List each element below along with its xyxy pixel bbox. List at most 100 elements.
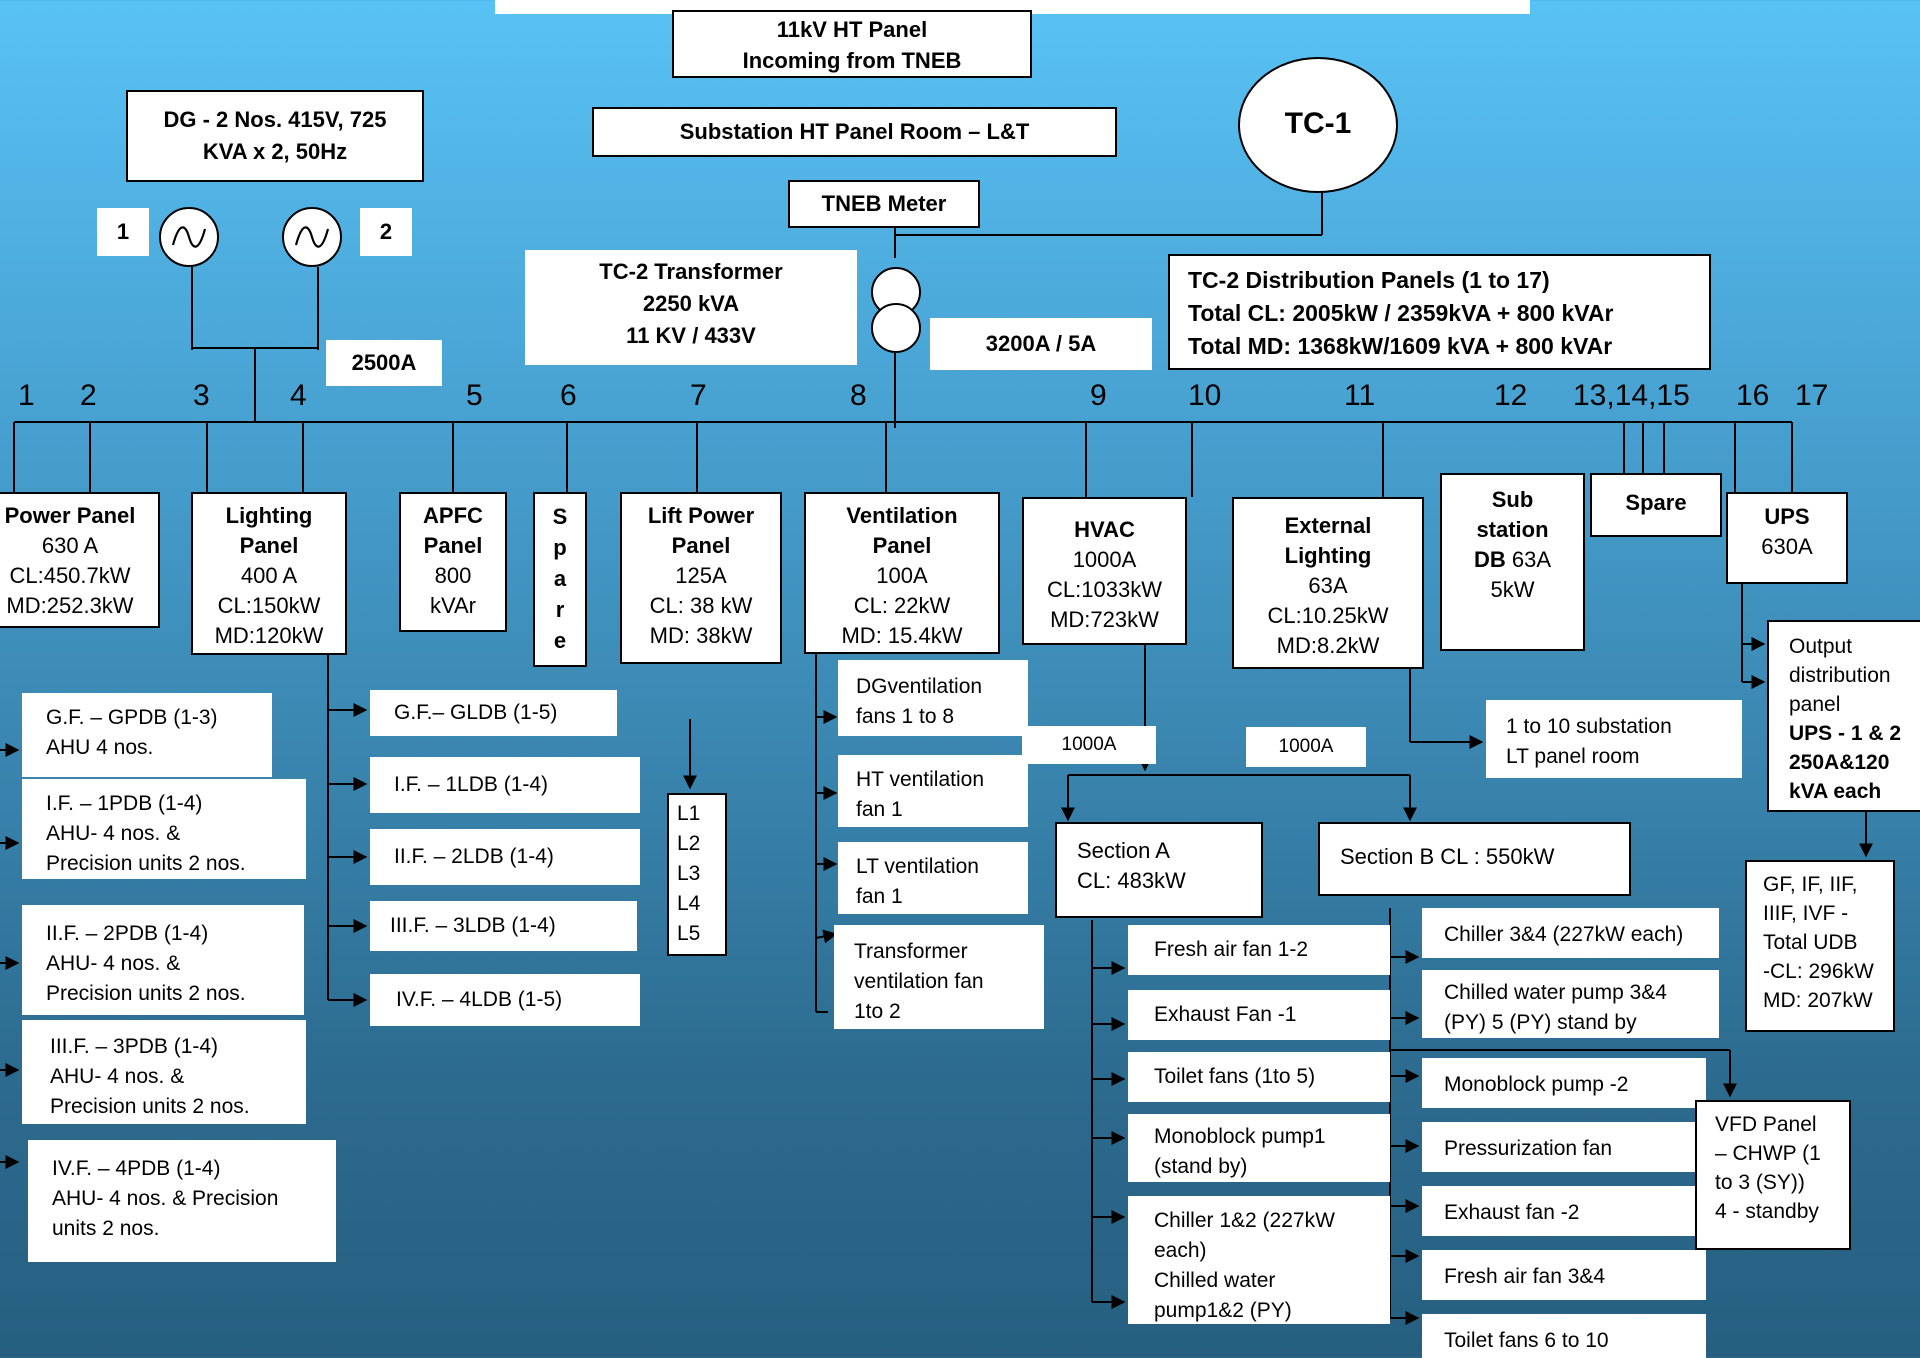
tc1-oval: TC-1: [1238, 57, 1398, 193]
panel-line: 1000A: [1072, 547, 1137, 572]
panel-line: Panel: [872, 533, 932, 558]
panel-line: MD:723kW: [1050, 607, 1159, 632]
ventilation-feeder-box: HT ventilation fan 1: [838, 755, 1028, 827]
section-a-load: Chiller 1&2 (227kW each) Chilled water p…: [1128, 1196, 1390, 1324]
bus-number: 10: [1188, 379, 1222, 412]
panel-line-value: 63A: [1511, 547, 1552, 572]
summary-line-2: Total CL: 2005kW / 2359kVA + 800 kVAr: [1188, 300, 1614, 326]
section-b-load: Pressurization fan: [1422, 1122, 1706, 1172]
panel-line: Panel: [423, 533, 483, 558]
lighting-feeder-box: G.F.– GLDB (1-5): [370, 690, 617, 736]
panel-line: 630 A: [41, 533, 99, 558]
panel-line: kVAr: [429, 593, 477, 618]
panel-line: MD:8.2kW: [1276, 633, 1380, 658]
ups-panel: UPS 630A: [1726, 492, 1848, 584]
ht-panel-box: 11kV HT Panel Incoming from TNEB: [672, 10, 1032, 78]
power-feeder-box: G.F. – GPDB (1-3) AHU 4 nos.: [22, 693, 272, 777]
substation-db-panel: Sub station DB 63A 5kW: [1440, 473, 1585, 651]
transformer-icon: [871, 303, 921, 353]
bus-number: 16: [1736, 379, 1770, 412]
lighting-feeder-box: IV.F. – 4LDB (1-5): [370, 974, 640, 1026]
ac-generator-icon: [159, 207, 219, 267]
panel-line: MD: 15.4kW: [841, 623, 963, 648]
bus-number: 4: [290, 379, 307, 412]
lighting-feeder-box: III.F. – 3LDB (1-4): [370, 901, 637, 951]
lift-item: L4: [677, 892, 701, 915]
dg-breaker-label: 2500A: [326, 340, 442, 386]
lift-item: L3: [677, 862, 701, 885]
section-b-load: Chiller 3&4 (227kW each): [1422, 908, 1719, 958]
dg-title-box: DG - 2 Nos. 415V, 725 KVA x 2, 50Hz: [126, 90, 424, 182]
panel-line: APFC: [423, 503, 483, 528]
panel-line: HVAC: [1074, 517, 1135, 542]
lighting-feeder-box: II.F. – 2LDB (1-4): [370, 829, 640, 885]
panel-line: a: [553, 566, 567, 591]
section-b-load: Exhaust fan -2: [1422, 1186, 1706, 1236]
panel-line: CL:1033kW: [1047, 577, 1162, 602]
panel-line: Ventilation: [846, 503, 958, 528]
gen1-label: 1: [97, 208, 149, 256]
vfd-panel-box: VFD Panel – CHWP (1 to 3 (SY)) 4 - stand…: [1695, 1100, 1851, 1250]
section-a-load: Exhaust Fan -1: [1128, 990, 1390, 1040]
lift-item: L5: [677, 922, 701, 945]
ac-generator-icon: [282, 207, 342, 267]
lift-power-panel: Lift Power Panel 125A CL: 38 kW MD: 38kW: [620, 492, 782, 664]
panel-line: 800: [434, 563, 472, 588]
panel-line: Panel: [671, 533, 731, 558]
spare-panel-6: S p a r e: [533, 492, 587, 667]
bus-number: 8: [850, 379, 867, 412]
section-b-load: Toilet fans 6 to 10: [1422, 1314, 1706, 1358]
lift-item: L2: [677, 832, 701, 855]
section-b-load: Chilled water pump 3&4 (PY) 5 (PY) stand…: [1422, 970, 1719, 1038]
bus-number: 7: [690, 379, 707, 412]
bus-number: 11: [1344, 379, 1376, 412]
hvac-breaker-label: 1000A: [1246, 727, 1366, 767]
section-b-box: Section B CL : 550kW: [1318, 822, 1631, 896]
ventilation-panel: Ventilation Panel 100A CL: 22kW MD: 15.4…: [804, 492, 1000, 654]
panel-line: MD:120kW: [214, 623, 324, 648]
ups-output-line: Output distribution panel: [1789, 635, 1891, 716]
panel-line: Sub: [1491, 487, 1534, 512]
panel-line: UPS: [1764, 504, 1810, 529]
panel-line: MD:252.3kW: [6, 593, 134, 618]
panel-line: 100A: [876, 563, 928, 588]
power-feeder-box: II.F. – 2PDB (1-4) AHU- 4 nos. & Precisi…: [22, 905, 304, 1015]
ventilation-feeder-box: Transformer ventilation fan 1to 2: [834, 925, 1044, 1029]
power-panel: Power Panel 630 A CL:450.7kW MD:252.3kW: [0, 492, 160, 628]
external-lighting-output: 1 to 10 substation LT panel room: [1486, 700, 1742, 778]
panel-line: 400 A: [240, 563, 298, 588]
power-feeder-box: IV.F. – 4PDB (1-4) AHU- 4 nos. & Precisi…: [28, 1140, 336, 1262]
lighting-feeder-box: I.F. – 1LDB (1-4): [370, 757, 640, 813]
panel-line-bold: DB: [1473, 547, 1506, 572]
panel-line: Lift Power: [647, 503, 755, 528]
lift-item: L1: [677, 802, 701, 825]
ups-output-line: UPS - 1 & 2 250A&120 kVA each: [1789, 722, 1902, 803]
panel-line: 630A: [1761, 534, 1813, 559]
udb-summary-box: GF, IF, IIF, IIIF, IVF - Total UDB -CL: …: [1745, 860, 1895, 1032]
panel-line: Panel: [239, 533, 299, 558]
panel-line: MD: 38kW: [649, 623, 753, 648]
panel-line: station: [1476, 517, 1549, 542]
panel-line: External: [1284, 513, 1372, 538]
panel-line: 63A: [1308, 573, 1348, 598]
spare-panel-13-15: Spare: [1590, 473, 1722, 537]
ventilation-feeder-box: LT ventilation fan 1: [838, 842, 1028, 914]
distribution-summary-box: TC-2 Distribution Panels (1 to 17) Total…: [1168, 254, 1711, 370]
substation-box: Substation HT Panel Room – L&T: [592, 107, 1117, 157]
bus-number: 1: [18, 379, 35, 412]
feeder-arrow: [815, 929, 838, 944]
panel-line: CL: 22kW: [853, 593, 951, 618]
panel-line: Lighting: [225, 503, 313, 528]
panel-line: CL:150kW: [217, 593, 321, 618]
bus-number: 17: [1795, 379, 1829, 412]
lift-list-box: L1 L2 L3 L4 L5: [667, 793, 727, 956]
apfc-panel: APFC Panel 800 kVAr: [399, 492, 507, 632]
panel-line: CL: 38 kW: [649, 593, 753, 618]
section-a-load: Toilet fans (1to 5): [1128, 1052, 1390, 1102]
hvac-panel: HVAC 1000A CL:1033kW MD:723kW: [1022, 497, 1187, 645]
bus-number: 9: [1090, 379, 1107, 412]
ups-output-box: Output distribution panel UPS - 1 & 2 25…: [1767, 620, 1920, 812]
section-a-load: Fresh air fan 1-2: [1128, 925, 1390, 975]
meter-box: TNEB Meter: [788, 180, 980, 228]
